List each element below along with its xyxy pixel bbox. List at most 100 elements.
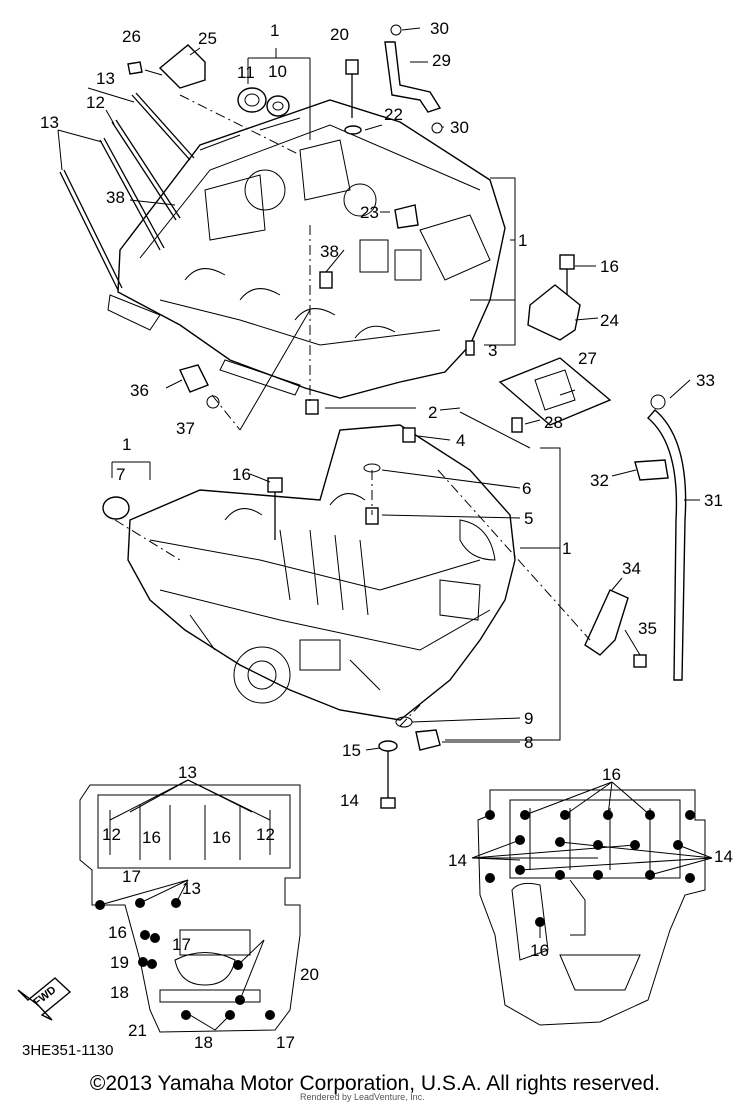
callout-c-4: 4 [456, 431, 465, 450]
plug-36 [179, 364, 209, 393]
copyright-notice: ©2013 Yamaha Motor Corporation, U.S.A. A… [89, 1072, 661, 1095]
callout-l-13b: 13 [182, 879, 201, 898]
callout-c-1b: 1 [518, 231, 527, 250]
callout-c-10: 10 [268, 62, 287, 81]
callout-r-14a: 14 [448, 851, 467, 870]
plate-27 [498, 357, 612, 426]
cover-25 [158, 44, 206, 89]
right-bolt-dot [555, 837, 565, 847]
right-bolt-dot [515, 865, 525, 875]
dowel-5 [365, 507, 379, 525]
callout-c-35: 35 [638, 619, 657, 638]
dowel-4 [402, 427, 416, 443]
callout-c-14a: 14 [340, 791, 359, 810]
callout-c-16a: 16 [600, 257, 619, 276]
right-bolt-dot [485, 873, 495, 883]
callout-r-16b: 16 [530, 941, 549, 960]
callout-c-32: 32 [590, 471, 609, 490]
bracket-34 [584, 589, 629, 656]
small-parts [59, 24, 687, 809]
callout-c-15: 15 [342, 741, 361, 760]
callout-l-18b: 18 [194, 1033, 213, 1052]
callout-c-26: 26 [122, 27, 141, 46]
callout-l-12a: 12 [102, 825, 121, 844]
callout-l-16a: 16 [142, 828, 161, 847]
bracket-24 [527, 284, 581, 341]
right-bolt-dot [485, 810, 495, 820]
left-bolt-dot [147, 959, 157, 969]
callout-l-16c: 16 [108, 923, 127, 942]
bracket-23 [394, 204, 419, 229]
callout-c-3: 3 [488, 341, 497, 360]
callout-c-37: 37 [176, 419, 195, 438]
callout-c-27: 27 [578, 349, 597, 368]
left-bolt-dot [235, 995, 245, 1005]
callout-r-16a: 16 [602, 765, 621, 784]
lower-crankcase [127, 424, 516, 721]
callout-c-29: 29 [432, 51, 451, 70]
callout-l-17a: 17 [122, 867, 141, 886]
callout-c-30b: 30 [450, 118, 469, 137]
lower-right-bolt-diagram [471, 781, 713, 1026]
right-bolt-dot [593, 870, 603, 880]
callout-l-17c: 17 [276, 1033, 295, 1052]
stud-13a [59, 171, 119, 291]
left-bolt-dot [225, 1010, 235, 1020]
callout-c-1c: 1 [122, 435, 131, 454]
right-bolt-dot [685, 810, 695, 820]
right-bolt-dot [673, 840, 683, 850]
callout-c-38b: 38 [320, 242, 339, 261]
right-bolt-dot [603, 810, 613, 820]
right-bolt-dot [515, 835, 525, 845]
left-bolt-dot [171, 898, 181, 908]
right-bolt-dot [555, 870, 565, 880]
plug-8 [415, 729, 441, 751]
hose-29 [384, 41, 442, 113]
callout-l-21: 21 [128, 1021, 147, 1040]
bolt-14 [380, 797, 396, 809]
callout-l-12b: 12 [256, 825, 275, 844]
callout-l-20: 20 [300, 965, 319, 984]
watermark: Rendered by LeadVenture, Inc. [300, 1092, 425, 1102]
callout-l-16b: 16 [212, 828, 231, 847]
callout-c-24: 24 [600, 311, 619, 330]
callout-c-6: 6 [522, 479, 531, 498]
clip-30b [431, 122, 443, 134]
callout-c-5: 5 [524, 509, 533, 528]
callout-c-2: 2 [428, 403, 437, 422]
washer-22 [344, 125, 362, 135]
screw-28 [511, 417, 523, 433]
callout-c-13a: 13 [96, 69, 115, 88]
bolt-20 [345, 59, 359, 75]
callout-c-31: 31 [704, 491, 723, 510]
callout-c-33: 33 [696, 371, 715, 390]
bolt-3 [465, 340, 475, 356]
callout-c-28: 28 [544, 413, 563, 432]
right-bolt-dot [685, 873, 695, 883]
left-bolt-dot [181, 1010, 191, 1020]
hose-31 [647, 409, 687, 681]
left-bolt-dot [138, 957, 148, 967]
left-bolt-dot [265, 1010, 275, 1020]
right-bolt-dot [520, 810, 530, 820]
callout-c-9: 9 [524, 709, 533, 728]
callout-c-12a: 12 [86, 93, 105, 112]
callout-l-13a: 13 [178, 763, 197, 782]
callout-c-30a: 30 [430, 19, 449, 38]
callout-c-38a: 38 [106, 188, 125, 207]
callout-c-36: 36 [130, 381, 149, 400]
dowel-38 [319, 271, 333, 289]
right-bolt-dot [593, 840, 603, 850]
right-bolt-dot [645, 810, 655, 820]
callout-c-7: 7 [116, 465, 125, 484]
callout-c-11: 11 [237, 63, 255, 82]
leader-lines [57, 27, 700, 751]
bolt-16b [267, 477, 283, 493]
clamp-32 [634, 459, 669, 481]
callout-l-17b: 17 [172, 935, 191, 954]
right-bolt-dot [560, 810, 570, 820]
upper-crankcase [107, 99, 506, 399]
callout-c-22: 22 [384, 105, 403, 124]
